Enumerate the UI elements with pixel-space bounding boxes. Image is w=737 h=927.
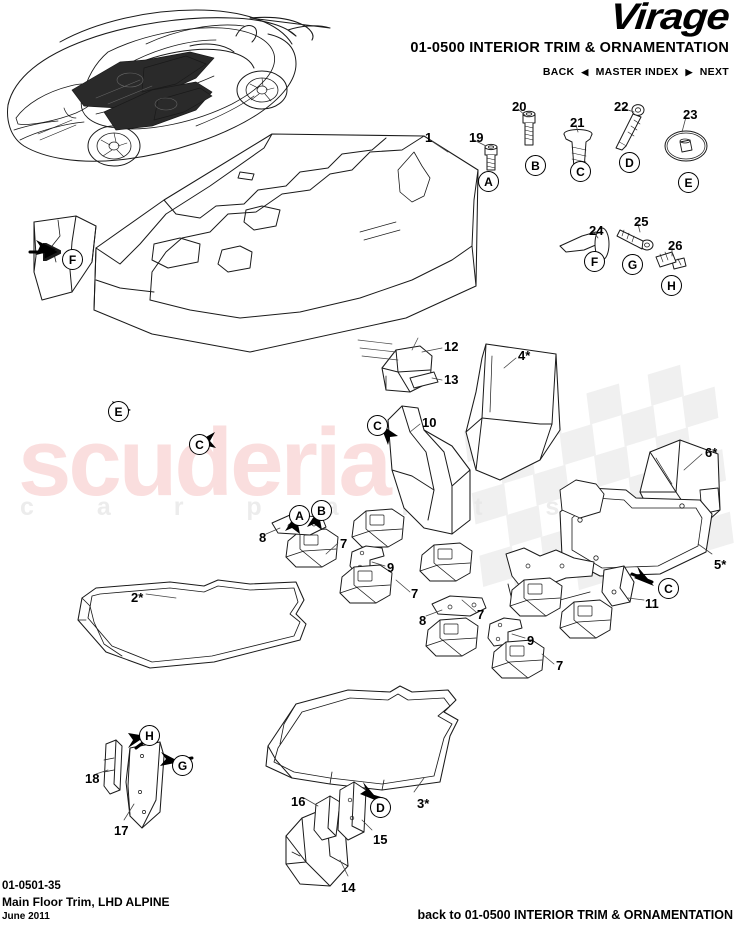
callout-number-5star: 5* xyxy=(714,557,727,572)
fastener-23-grommet xyxy=(664,130,708,162)
next-arrow-icon[interactable]: ▶ xyxy=(685,66,693,77)
callout-number-9: 9 xyxy=(387,560,395,575)
callout-letter-c: C xyxy=(658,578,679,599)
nav-master-index-link[interactable]: MASTER INDEX xyxy=(595,66,679,78)
part-7-pad xyxy=(559,599,613,639)
callout-letter-a: A xyxy=(289,505,310,526)
callout-number-21: 21 xyxy=(570,115,585,130)
callout-letter-b: B xyxy=(525,155,546,176)
callout-letter-c: C xyxy=(570,161,591,182)
callout-number-19: 19 xyxy=(469,130,484,145)
callout-letter-c: C xyxy=(189,434,210,455)
part-4-rear-side-trim xyxy=(465,343,561,481)
footer-back-link[interactable]: back to 01-0500 INTERIOR TRIM & ORNAMENT… xyxy=(417,908,733,922)
back-arrow-icon[interactable]: ◀ xyxy=(581,66,589,77)
fastener-19-screw xyxy=(484,143,498,171)
part-7-pad xyxy=(425,617,479,657)
part-7-pad xyxy=(491,639,545,679)
part-8-bracket xyxy=(431,595,487,617)
callout-number-9: 9 xyxy=(527,633,535,648)
part-17-trim-panel xyxy=(125,741,165,829)
callout-letter-e: E xyxy=(108,401,129,422)
callout-letter-d: D xyxy=(370,797,391,818)
nav-back-link[interactable]: BACK xyxy=(542,66,575,78)
callout-number-8: 8 xyxy=(419,613,427,628)
part-18-clip-plate xyxy=(103,739,123,795)
callout-number-26: 26 xyxy=(668,238,683,253)
callout-number-15: 15 xyxy=(373,832,388,847)
part-7-pad xyxy=(509,577,563,617)
header-nav: BACK ◀ MASTER INDEX ▶ NEXT xyxy=(543,66,729,78)
callout-number-10: 10 xyxy=(422,415,437,430)
callout-number-6star: 6* xyxy=(705,445,718,460)
part-16-bracket xyxy=(313,795,341,841)
callout-number-16: 16 xyxy=(291,794,306,809)
callout-number-18: 18 xyxy=(85,771,100,786)
fastener-20-bolt xyxy=(522,110,536,146)
part-2-front-carpet xyxy=(77,579,307,669)
footer-date: June 2011 xyxy=(2,911,50,922)
callout-number-7: 7 xyxy=(556,658,564,673)
callout-letter-a: A xyxy=(478,171,499,192)
callout-letter-b: B xyxy=(311,500,332,521)
callout-letter-h: H xyxy=(139,725,160,746)
callout-letter-d: D xyxy=(619,152,640,173)
part-7-pad xyxy=(419,542,473,582)
part-10-centre-carpet xyxy=(387,405,471,535)
callout-number-3star: 3* xyxy=(417,796,430,811)
part-bracket-upper-right xyxy=(559,479,605,519)
footer-part-code: 01-0501-35 xyxy=(2,880,61,892)
nav-next-link[interactable]: NEXT xyxy=(699,66,729,78)
callout-letter-h: H xyxy=(661,275,682,296)
part-7-pad xyxy=(339,564,393,604)
callout-number-24: 24 xyxy=(589,223,604,238)
part-1-main-floor-trim xyxy=(93,133,479,353)
callout-number-2star: 2* xyxy=(131,590,144,605)
page-title: 01-0500 INTERIOR TRIM & ORNAMENTATION xyxy=(410,40,729,56)
part-11-bracket xyxy=(601,565,635,607)
callout-number-12: 12 xyxy=(444,339,459,354)
part-9-bracket xyxy=(487,617,523,647)
vehicle-illustration xyxy=(7,9,331,167)
callout-number-7: 7 xyxy=(477,607,485,622)
callout-number-8: 8 xyxy=(259,530,267,545)
fastener-22-long-bolt xyxy=(615,104,645,151)
callout-number-1: 1 xyxy=(425,130,433,145)
callout-number-20: 20 xyxy=(512,99,527,114)
callout-letter-g: G xyxy=(622,254,643,275)
callout-letter-c: C xyxy=(367,415,388,436)
part-13-insert xyxy=(409,371,439,389)
callout-letter-e: E xyxy=(678,172,699,193)
part-7-pad xyxy=(351,508,405,548)
part-15-panel xyxy=(337,781,367,841)
callout-number-14: 14 xyxy=(341,880,356,895)
callout-number-25: 25 xyxy=(634,214,649,229)
fastener-25-screw xyxy=(616,229,654,251)
callout-number-23: 23 xyxy=(683,107,698,122)
callout-number-7: 7 xyxy=(340,536,348,551)
part-3-rear-carpet xyxy=(265,685,459,791)
callout-number-17: 17 xyxy=(114,823,129,838)
callout-letter-g: G xyxy=(172,755,193,776)
fastener-26-bolt xyxy=(655,251,687,270)
callout-number-13: 13 xyxy=(444,372,459,387)
callout-number-7: 7 xyxy=(411,586,419,601)
brand-logo: Virage xyxy=(608,0,732,37)
callout-number-11: 11 xyxy=(645,596,659,611)
callout-letter-f: F xyxy=(62,249,83,270)
callout-letter-f: F xyxy=(584,251,605,272)
watermark-scuderia: scuderia xyxy=(18,409,392,516)
callout-number-4star: 4* xyxy=(518,348,531,363)
footer-description: Main Floor Trim, LHD ALPINE xyxy=(2,895,170,909)
callout-number-22: 22 xyxy=(614,99,629,114)
part-7-pad xyxy=(285,528,339,568)
